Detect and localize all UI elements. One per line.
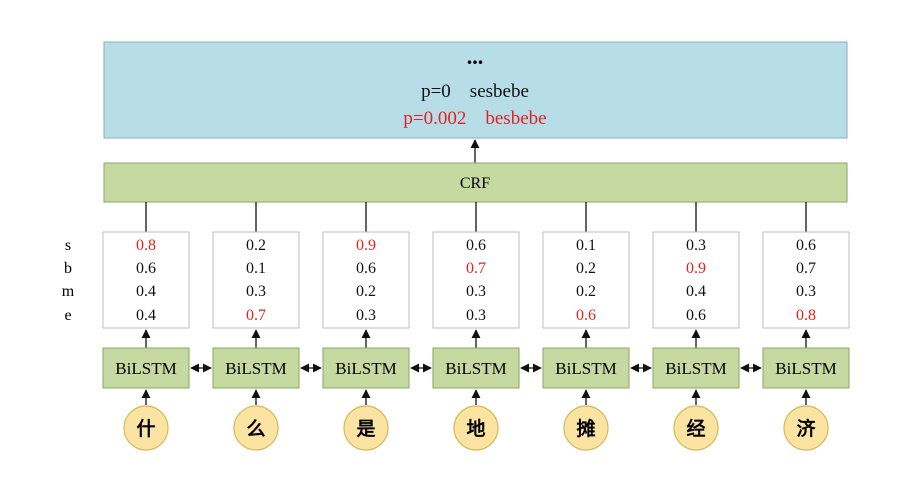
crf-label: CRF: [460, 175, 490, 192]
score-value: 0.7: [796, 260, 816, 277]
score-value: 0.3: [246, 283, 266, 300]
bilstm-box: [432, 347, 520, 389]
bilstm-label: BiLSTM: [555, 359, 616, 378]
score-value: 0.7: [246, 307, 266, 324]
bilstm-box: [762, 347, 850, 389]
score-value: 0.9: [686, 260, 706, 277]
score-value: 0.2: [246, 237, 266, 254]
score-value: 0.6: [576, 307, 596, 324]
score-value: 0.4: [136, 307, 156, 324]
bilstm-label: BiLSTM: [225, 359, 286, 378]
bilstm-box: [542, 347, 630, 389]
score-box: [542, 231, 630, 329]
char-node: [123, 405, 169, 451]
tag-label-e: e: [64, 307, 71, 324]
score-box: [212, 231, 300, 329]
score-value: 0.2: [576, 283, 596, 300]
score-value: 0.4: [136, 283, 156, 300]
output-box: ... p=0 sesbebe p=0.002 besbebe: [103, 41, 848, 139]
bilstm-label: BiLSTM: [335, 359, 396, 378]
score-value: 0.2: [576, 260, 596, 277]
score-value: 0.3: [466, 307, 486, 324]
output-path-0: p=0 sesbebe: [421, 81, 529, 102]
score-value: 0.3: [686, 237, 706, 254]
score-value: 0.6: [686, 307, 706, 324]
char-node: [233, 405, 279, 451]
bilstm-label: BiLSTM: [775, 359, 836, 378]
char-label: 经: [686, 417, 705, 440]
tag-label-m: m: [62, 283, 75, 300]
char-label: 摊: [576, 417, 595, 440]
bilstm-label: BiLSTM: [115, 359, 176, 378]
score-box: [762, 231, 850, 329]
score-value: 0.2: [356, 283, 376, 300]
score-value: 0.8: [796, 307, 816, 324]
bilstm-box: [652, 347, 740, 389]
crf-layer: CRF: [103, 162, 848, 203]
char-node: [783, 405, 829, 451]
char-node: [453, 405, 499, 451]
score-box: [102, 231, 190, 329]
score-value: 0.6: [356, 260, 376, 277]
score-box: [652, 231, 740, 329]
score-value: 0.1: [576, 237, 596, 254]
bilstm-label: BiLSTM: [665, 359, 726, 378]
tag-labels: s b m e: [62, 237, 75, 324]
char-label: 什: [136, 417, 155, 440]
score-value: 0.7: [466, 260, 486, 277]
tag-label-b: b: [64, 260, 72, 277]
char-node: [563, 405, 609, 451]
char-label: 地: [466, 417, 485, 440]
score-value: 0.8: [136, 237, 156, 254]
score-value: 0.3: [356, 307, 376, 324]
score-value: 0.9: [356, 237, 376, 254]
score-value: 0.6: [466, 237, 486, 254]
bilstm-label: BiLSTM: [445, 359, 506, 378]
score-value: 0.1: [246, 260, 266, 277]
char-label: 是: [356, 418, 375, 440]
score-box: [432, 231, 520, 329]
char-node: [343, 405, 389, 451]
bilstm-box: [102, 347, 190, 389]
score-value: 0.6: [136, 260, 156, 277]
columns: 0.80.60.40.4BiLSTM什0.20.10.30.7BiLSTM么0.…: [102, 202, 850, 451]
char-label: 济: [796, 417, 816, 440]
bilstm-box: [212, 347, 300, 389]
score-box: [322, 231, 410, 329]
score-value: 0.3: [796, 283, 816, 300]
ellipsis-text: ...: [467, 44, 484, 69]
score-value: 0.3: [466, 283, 486, 300]
char-label: 么: [246, 418, 265, 440]
bilstm-box: [322, 347, 410, 389]
output-path-1: p=0.002 besbebe: [403, 108, 546, 129]
tag-label-s: s: [65, 237, 71, 254]
char-node: [673, 405, 719, 451]
score-value: 0.6: [796, 237, 816, 254]
score-value: 0.4: [686, 283, 706, 300]
